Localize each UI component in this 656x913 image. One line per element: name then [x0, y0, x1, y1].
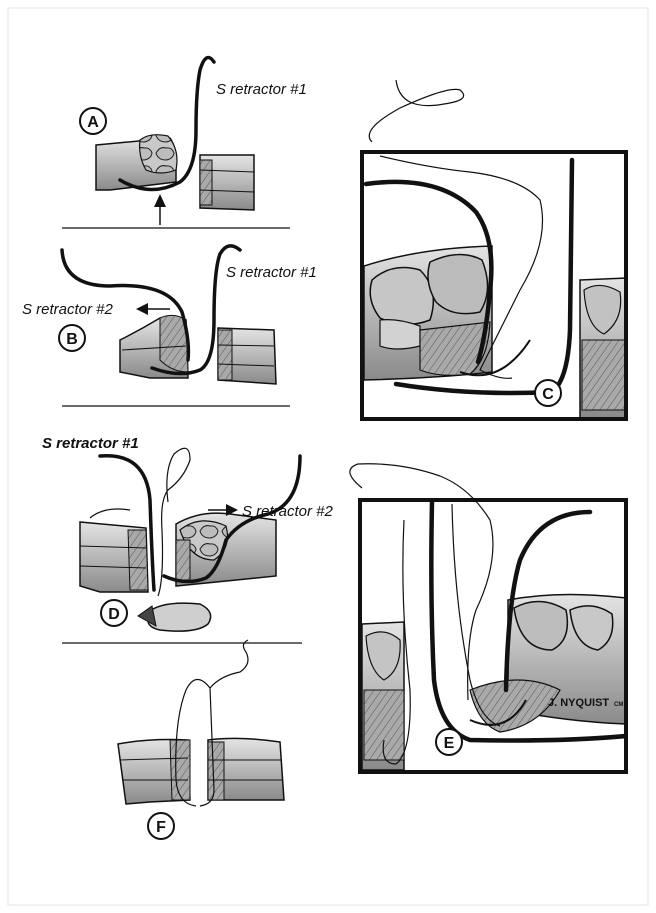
- label-s-retractor-2: S retractor #2: [22, 301, 114, 318]
- label-s-retractor-1: S retractor #1: [226, 264, 317, 281]
- panel-d-letter: D: [108, 606, 120, 623]
- panel-e-letter: E: [444, 735, 455, 752]
- tissue-cell: [370, 268, 433, 325]
- panel-a: S retractor #1 A: [80, 58, 307, 226]
- panel-b-letter: B: [66, 331, 78, 348]
- suture-thread: [369, 80, 463, 142]
- artist-signature-suffix: CM: [614, 702, 623, 708]
- tissue-hatch: [200, 160, 212, 205]
- tissue-cells: [140, 135, 177, 173]
- panel-f: F: [118, 640, 284, 839]
- panel-e: J. NYQUIST CM E: [350, 464, 626, 772]
- panel-c-letter: C: [542, 386, 554, 403]
- panel-c: C: [362, 80, 628, 419]
- panel-f-letter: F: [156, 819, 166, 836]
- rotation-arrow: [146, 603, 211, 631]
- artist-signature: J. NYQUIST: [548, 697, 609, 709]
- panel-b: S retractor #1 S retractor #2 B: [22, 246, 317, 384]
- label-s-retractor-1: S retractor #1: [42, 435, 139, 452]
- panel-d: S retractor #1 S retractor #2 D: [42, 435, 334, 631]
- panel-a-letter: A: [87, 114, 99, 131]
- label-s-retractor-2: S retractor #2: [242, 503, 334, 520]
- label-s-retractor-1: S retractor #1: [216, 81, 307, 98]
